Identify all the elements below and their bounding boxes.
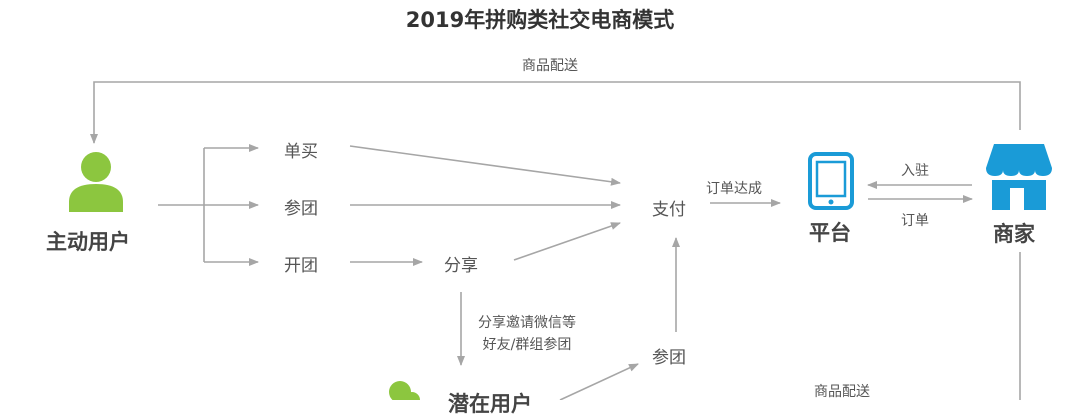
order-label: 订单	[901, 213, 929, 229]
top-delivery-label: 商品配送	[522, 58, 578, 74]
share-to-pay	[513, 222, 621, 261]
share-note-line-2: 好友/群组参团	[482, 337, 572, 353]
tablet-icon	[808, 152, 854, 210]
open-group-label: 开团	[284, 256, 318, 276]
connector-lines	[90, 81, 1021, 400]
buy-single-to-pay	[349, 145, 621, 186]
pay-label: 支付	[652, 200, 686, 220]
settle-in-label: 入驻	[901, 163, 929, 179]
store-icon	[986, 144, 1052, 210]
potential-user-to-join-group	[559, 363, 639, 400]
top-delivery-arrow	[90, 81, 1021, 144]
bottom-delivery-label: 商品配送	[814, 384, 870, 400]
share-note-line-1: 分享邀请微信等	[478, 315, 576, 331]
buy-single-label: 单买	[284, 142, 318, 162]
join-group-label: 参团	[284, 199, 318, 219]
active-user-label: 主动用户	[46, 230, 130, 254]
share-note: 分享邀请微信等 好友/群组参团	[478, 312, 576, 356]
potential-user-label: 潜在用户	[448, 392, 532, 416]
potential-user-icon	[389, 381, 420, 400]
order-done-label: 订单达成	[706, 181, 762, 197]
join-group-2-label: 参团	[652, 348, 686, 368]
share-label: 分享	[444, 256, 478, 276]
diagram-title: 2019年拼购类社交电商模式	[405, 8, 675, 32]
merchant-label: 商家	[993, 222, 1035, 246]
platform-label: 平台	[809, 221, 851, 245]
active-user-icon	[69, 152, 123, 212]
